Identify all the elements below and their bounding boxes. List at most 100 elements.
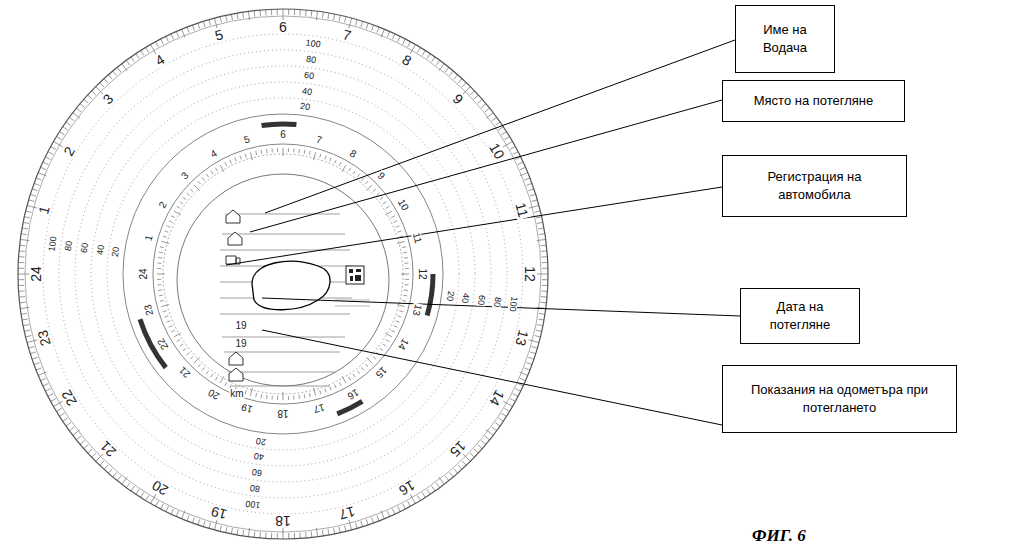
tick-mark bbox=[167, 321, 171, 323]
tick-mark bbox=[40, 378, 45, 380]
tick-mark bbox=[30, 352, 36, 354]
tick-mark bbox=[383, 344, 386, 346]
tick-mark bbox=[180, 202, 183, 204]
tick-mark bbox=[288, 396, 289, 400]
tick-mark bbox=[84, 445, 89, 449]
tick-mark bbox=[386, 206, 389, 208]
tick-mark bbox=[405, 268, 409, 269]
inner-hour-number: 18 bbox=[276, 408, 289, 418]
tick-mark bbox=[541, 250, 547, 252]
speed-value: 60 bbox=[476, 294, 486, 307]
tick-mark bbox=[76, 108, 81, 112]
tick-mark bbox=[283, 392, 284, 400]
tick-mark bbox=[259, 532, 261, 538]
tick-mark bbox=[171, 216, 175, 218]
tick-mark bbox=[60, 413, 65, 416]
tick-mark bbox=[397, 305, 405, 307]
speed-value: 60 bbox=[250, 467, 263, 477]
tick-mark bbox=[20, 239, 29, 240]
tick-mark bbox=[485, 436, 490, 440]
tick-mark bbox=[365, 364, 368, 367]
tick-mark bbox=[277, 9, 278, 15]
tick-mark bbox=[495, 122, 500, 125]
tick-mark bbox=[26, 336, 32, 337]
tick-mark bbox=[187, 27, 189, 33]
tick-mark bbox=[248, 11, 249, 20]
tick-mark bbox=[335, 160, 337, 164]
tick-mark bbox=[254, 531, 256, 537]
leader-line bbox=[226, 187, 722, 265]
tick-mark bbox=[113, 71, 117, 76]
tick-mark bbox=[403, 295, 407, 297]
speed-value: 40 bbox=[95, 243, 105, 256]
tick-mark bbox=[220, 526, 221, 532]
tick-mark bbox=[136, 489, 139, 494]
tick-mark bbox=[445, 476, 449, 481]
tick-mark bbox=[161, 39, 164, 44]
tick-mark bbox=[32, 357, 38, 359]
speed-value: 80 bbox=[305, 55, 318, 65]
tick-mark bbox=[186, 193, 189, 196]
tick-mark bbox=[192, 517, 194, 523]
tick-mark bbox=[38, 173, 46, 176]
tick-mark bbox=[309, 151, 311, 155]
tick-mark bbox=[183, 197, 186, 199]
tick-mark bbox=[259, 10, 261, 16]
tick-mark bbox=[294, 9, 295, 15]
tick-mark bbox=[314, 388, 316, 396]
tick-mark bbox=[225, 382, 227, 386]
tick-mark bbox=[176, 511, 178, 516]
tick-mark bbox=[237, 13, 238, 19]
tick-mark bbox=[242, 12, 244, 18]
tick-mark bbox=[159, 295, 163, 297]
tick-mark bbox=[198, 181, 201, 184]
tick-mark bbox=[540, 302, 546, 304]
tick-mark bbox=[470, 91, 474, 95]
tick-mark bbox=[248, 528, 249, 537]
tick-mark bbox=[402, 246, 406, 248]
hour-number: 17 bbox=[337, 504, 358, 522]
tick-mark bbox=[345, 17, 346, 23]
tick-mark bbox=[537, 239, 546, 240]
tick-mark bbox=[126, 60, 130, 65]
tick-mark bbox=[165, 231, 169, 232]
tick-mark bbox=[542, 262, 548, 263]
tick-mark bbox=[357, 371, 359, 374]
tick-mark bbox=[403, 252, 407, 254]
tick-mark bbox=[510, 147, 515, 150]
tick-mark bbox=[422, 51, 425, 56]
tick-mark bbox=[396, 321, 400, 323]
tick-mark bbox=[202, 367, 205, 370]
tick-mark bbox=[537, 222, 543, 223]
tick-mark bbox=[485, 108, 490, 112]
tick-mark bbox=[299, 10, 300, 16]
tick-mark bbox=[486, 430, 493, 435]
tick-mark bbox=[404, 289, 408, 291]
tick-mark bbox=[255, 393, 257, 397]
tick-mark bbox=[117, 476, 121, 481]
tick-mark bbox=[288, 533, 289, 539]
tick-mark bbox=[381, 29, 384, 37]
tick-mark bbox=[372, 25, 374, 31]
tick-mark bbox=[226, 15, 227, 21]
tick-mark bbox=[157, 284, 161, 285]
tick-mark bbox=[541, 296, 547, 298]
tick-mark bbox=[401, 274, 409, 275]
tick-mark bbox=[392, 509, 395, 514]
tick-mark bbox=[237, 529, 238, 535]
tick-mark bbox=[339, 15, 340, 21]
tick-mark bbox=[316, 528, 317, 537]
tick-mark bbox=[417, 47, 420, 52]
tick-mark bbox=[198, 519, 200, 525]
tick-mark bbox=[163, 311, 167, 312]
tick-mark bbox=[18, 262, 24, 263]
tick-mark bbox=[30, 194, 36, 196]
speed-value: 100 bbox=[507, 295, 518, 313]
tick-mark bbox=[254, 11, 256, 17]
tick-mark bbox=[277, 396, 278, 400]
tick-mark bbox=[176, 31, 178, 36]
tick-mark bbox=[272, 396, 273, 400]
inner-hour-number: 11 bbox=[411, 231, 424, 246]
tick-mark bbox=[530, 194, 536, 196]
tick-mark bbox=[165, 316, 169, 317]
